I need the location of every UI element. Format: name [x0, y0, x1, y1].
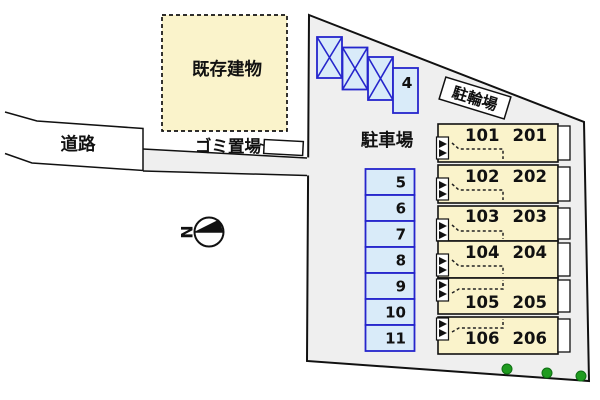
entrance-arrow-icon [439, 140, 447, 148]
north-compass: N [178, 216, 225, 248]
unit-106 [437, 316, 559, 355]
room-203: 203 [513, 207, 547, 226]
road-shape [4, 111, 144, 172]
room-202: 202 [513, 167, 547, 186]
entrance-arrow-icon [439, 290, 447, 298]
entrance-notch-101 [435, 136, 450, 160]
parking-space-5-label: 5 [396, 174, 406, 192]
balcony-106 [557, 318, 571, 353]
apartment-building: 101 201 102 202 103 203 104 204 105 205 [435, 123, 571, 355]
north-label: N [178, 225, 197, 238]
room-204: 204 [513, 243, 547, 262]
entrance-arrow-icon [439, 329, 447, 337]
entrance-arrow-icon [439, 231, 447, 239]
parking-space-4-label: 4 [402, 74, 413, 92]
garbage-box [262, 138, 305, 157]
entrance-path-106 [451, 319, 504, 333]
entrance-notch-106 [435, 317, 450, 341]
room-206: 206 [513, 329, 547, 348]
balcony-103 [557, 207, 571, 240]
x-mark-icon [316, 36, 343, 79]
room-104: 104 [465, 243, 499, 262]
tree-dot [541, 367, 553, 379]
entrance-arrow-icon [439, 320, 447, 328]
parking-space-11 [364, 324, 416, 352]
balcony-101 [557, 125, 571, 161]
unit-103 [437, 205, 559, 242]
balcony-104 [557, 242, 571, 277]
parking-area-label: 駐車場 [361, 130, 414, 151]
entrance-notch-102 [435, 177, 450, 201]
parking-top-row: 4 [316, 36, 419, 114]
driveway-top-edge [142, 148, 308, 159]
parking-column: 5 6 7 8 9 10 11 [364, 168, 416, 352]
entrance-arrow-icon [439, 222, 447, 230]
unit-label-105: 105 205 [465, 293, 547, 312]
parking-space-10 [364, 298, 416, 326]
parking-space-6-label: 6 [396, 200, 406, 218]
bicycle-parking: 駐輪場 [438, 76, 512, 120]
x-mark-icon [367, 56, 394, 101]
existing-building-label: 既存建物 [192, 59, 262, 80]
room-201: 201 [513, 126, 547, 145]
parking-space-10-label: 10 [385, 304, 406, 322]
entrance-path-104 [451, 259, 504, 274]
room-102: 102 [465, 167, 499, 186]
balcony-105 [557, 279, 571, 313]
parking-space-11-label: 11 [385, 330, 406, 348]
entrance-arrow-icon [439, 190, 447, 198]
entrance-arrow-icon [439, 257, 447, 265]
entrance-path-103 [451, 224, 504, 239]
entrance-notch-104 [435, 253, 450, 277]
parking-space-7-label: 7 [396, 226, 406, 244]
entrance-arrow-icon [439, 281, 447, 289]
parking-space-5 [364, 168, 416, 196]
north-arrow-icon [195, 219, 223, 232]
parking-space-8 [364, 246, 416, 274]
room-205: 205 [513, 293, 547, 312]
road-label: 道路 [61, 134, 96, 155]
room-101: 101 [465, 126, 499, 145]
unit-label-104: 104 204 [465, 243, 547, 262]
entrance-path-105 [451, 280, 504, 294]
parking-space-4 [392, 67, 419, 114]
parking-space-9 [364, 272, 416, 300]
balcony-102 [557, 166, 571, 202]
entrance-arrow-icon [439, 266, 447, 274]
entrance-arrow-icon [439, 181, 447, 189]
room-106: 106 [465, 329, 499, 348]
unit-label-101: 101 201 [465, 126, 547, 145]
entrance-notch-103 [435, 218, 450, 242]
parking-space-6 [364, 194, 416, 222]
entrance-notch-105 [435, 278, 450, 302]
existing-building [161, 14, 288, 132]
parking-space-8-label: 8 [396, 252, 406, 270]
unit-label-102: 102 202 [465, 167, 547, 186]
unit-label-106: 106 206 [465, 329, 547, 348]
unit-105 [437, 277, 559, 315]
entrance-arrow-icon [439, 149, 447, 157]
garbage-area-label: ゴミ置場 [195, 136, 262, 156]
bicycle-parking-box [438, 76, 512, 120]
parking-space-9-label: 9 [396, 278, 406, 296]
unit-label-103: 103 203 [465, 207, 547, 226]
driveway-bottom-edge [142, 170, 308, 177]
room-105: 105 [465, 293, 499, 312]
tree-dot [501, 363, 513, 375]
parking-space-7 [364, 220, 416, 248]
tree-dot [575, 370, 587, 382]
room-103: 103 [465, 207, 499, 226]
x-mark-icon [341, 47, 369, 90]
